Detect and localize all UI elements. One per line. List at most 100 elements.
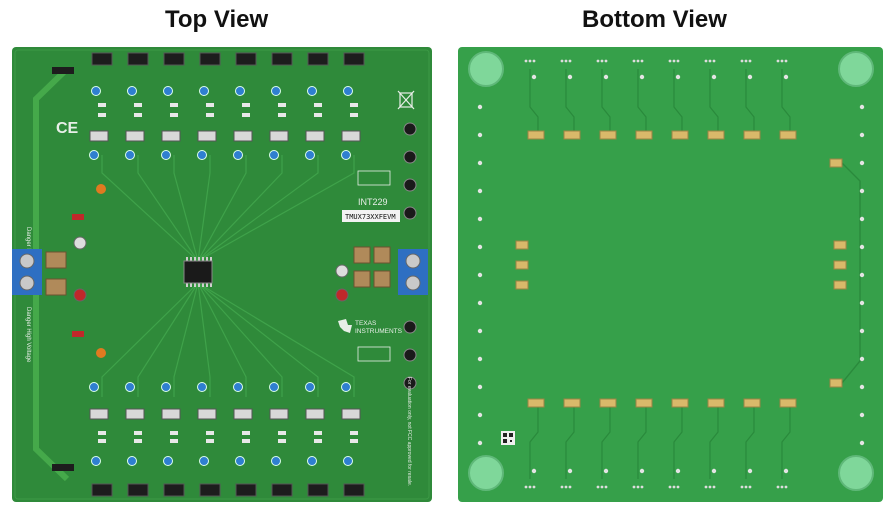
via (600, 59, 604, 63)
signal-trace (197, 155, 319, 262)
header-connector (271, 52, 293, 66)
signal-trace (137, 282, 199, 397)
ic-pin (194, 257, 196, 261)
resistor (350, 103, 358, 107)
top-view-title: Top View (165, 6, 269, 33)
via (524, 485, 528, 489)
via (712, 485, 716, 489)
via (567, 74, 573, 80)
ti-logo-icon (338, 319, 352, 333)
right-terminal-block (398, 249, 428, 295)
via (564, 59, 568, 63)
mux-ic (183, 260, 213, 284)
resistor (350, 431, 358, 435)
via (672, 59, 676, 63)
smd-pad (707, 398, 725, 408)
signal-trace (197, 282, 211, 397)
ic-pin (190, 257, 192, 261)
bottom-trace (529, 69, 539, 135)
resistor (350, 113, 358, 117)
via (604, 485, 608, 489)
smd-pad (833, 280, 847, 290)
test-point (161, 382, 171, 392)
resistor (314, 431, 322, 435)
test-point (271, 86, 281, 96)
signal-trace (101, 282, 199, 397)
via (859, 160, 865, 166)
test-point (161, 150, 171, 160)
test-point (341, 382, 351, 392)
top-pcb-substrate (12, 47, 432, 502)
ic-pin (186, 283, 188, 287)
via (859, 440, 865, 446)
via (532, 485, 536, 489)
via (564, 485, 568, 489)
signal-trace (197, 282, 283, 397)
ti-brand-line1: TEXAS (355, 320, 377, 327)
rubber-foot-top-left (468, 51, 504, 87)
test-point (89, 150, 99, 160)
resistor (242, 439, 250, 443)
test-point (235, 86, 245, 96)
via (859, 300, 865, 306)
smd-pad (599, 130, 617, 140)
bottom-trace (745, 407, 755, 479)
ic-pin (194, 283, 196, 287)
crossed-bin-icon (397, 90, 415, 110)
via (636, 485, 640, 489)
smd-pad (527, 130, 545, 140)
via (859, 104, 865, 110)
via (639, 468, 645, 474)
test-point (235, 456, 245, 466)
via (477, 440, 483, 446)
via (776, 485, 780, 489)
test-point-orange-upper (96, 184, 106, 194)
bottom-view-board (458, 47, 883, 502)
via (859, 244, 865, 250)
smd-pad (635, 130, 653, 140)
via (859, 328, 865, 334)
smd-pad (671, 398, 689, 408)
via (776, 59, 780, 63)
header-connector (235, 52, 257, 66)
signal-trace (197, 155, 355, 262)
test-point (125, 150, 135, 160)
right-capacitors (353, 246, 391, 288)
smd-pad (671, 130, 689, 140)
via (708, 59, 712, 63)
part-label: INT229 (358, 197, 388, 207)
via (477, 300, 483, 306)
bottom-trace (745, 69, 755, 135)
relay-package (341, 408, 361, 420)
bottom-trace (565, 69, 575, 135)
resistor (242, 113, 250, 117)
resistor (314, 103, 322, 107)
via (596, 59, 600, 63)
resistor (314, 113, 322, 117)
relay-package (161, 130, 181, 142)
resistor (134, 439, 142, 443)
resistor (170, 113, 178, 117)
resistor (170, 431, 178, 435)
header-connector (163, 52, 185, 66)
ic-pin (202, 283, 204, 287)
via (783, 74, 789, 80)
via (744, 485, 748, 489)
header-connector (343, 483, 365, 497)
header-connector (199, 483, 221, 497)
via (568, 59, 572, 63)
smd-pad (779, 130, 797, 140)
red-diode-upper (72, 214, 84, 220)
relay-package (269, 130, 289, 142)
resistor (206, 439, 214, 443)
header-connector (127, 52, 149, 66)
test-point (233, 382, 243, 392)
relay-package (197, 408, 217, 420)
via (636, 59, 640, 63)
bottom-trace (565, 407, 575, 479)
via (748, 485, 752, 489)
bottom-pcb-substrate (458, 47, 883, 502)
signal-trace (137, 155, 199, 262)
header-connector (307, 483, 329, 497)
smd-pad (599, 398, 617, 408)
